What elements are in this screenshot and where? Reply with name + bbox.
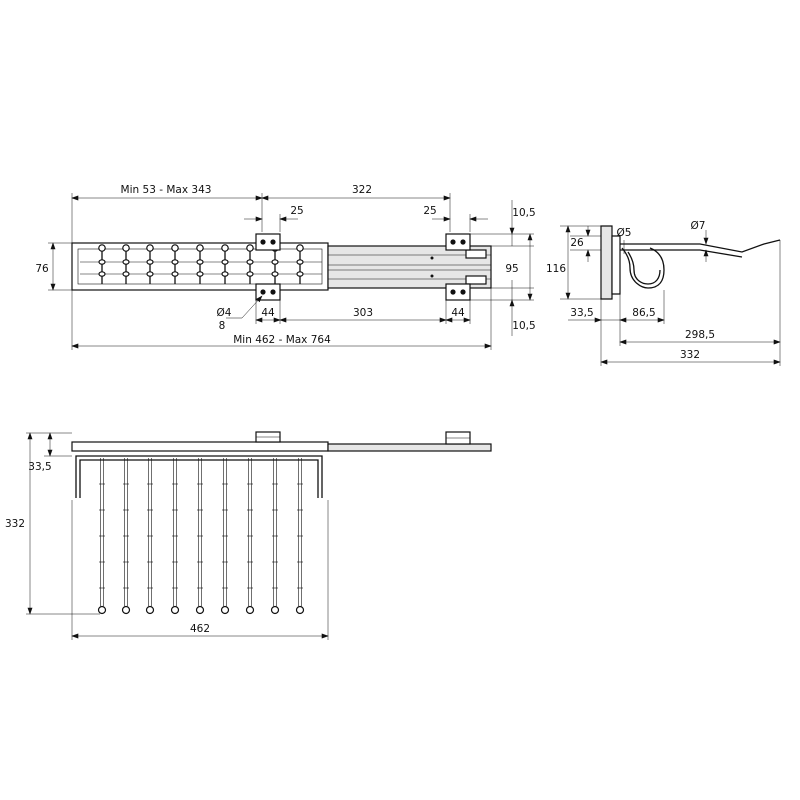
total-length-label: Min 462 - Max 764 (233, 334, 331, 346)
side-plate (600, 225, 613, 300)
hook-joint (171, 259, 179, 265)
slide-latch (465, 249, 487, 259)
mounting-bracket (255, 233, 281, 251)
mounting-bracket (255, 283, 281, 301)
hook-joint (98, 259, 106, 265)
hook-joint (122, 271, 130, 277)
stroke-range-label: Min 53 - Max 343 (121, 184, 212, 196)
hook-joint (221, 271, 229, 277)
screw-hole (460, 239, 466, 245)
side-view: 26 116 Ø5 Ø7 33,5 86,5 298,5 332 (546, 220, 781, 366)
front-rail-frame (79, 459, 319, 498)
side-86-5-label: 86,5 (632, 307, 655, 319)
mounting-bracket (445, 233, 471, 251)
side-d5-label: Ø5 (617, 227, 632, 239)
hook-joint (221, 259, 229, 265)
height-label: 76 (35, 263, 49, 275)
leader-line (241, 295, 263, 319)
slide-hole (430, 256, 434, 260)
screw-hole (270, 289, 276, 295)
hole-offset-label: 8 (219, 320, 226, 332)
side-116-label: 116 (546, 263, 566, 275)
slide-latch (465, 275, 487, 285)
front-body (71, 441, 329, 452)
hook-knob (146, 244, 154, 252)
offset-bottom-label: 10,5 (512, 320, 535, 332)
side-33-5-label: 33,5 (570, 307, 593, 319)
hook-arm (620, 249, 743, 258)
hook-tip (121, 605, 131, 615)
hook-joint (246, 259, 254, 265)
front-slide (327, 443, 492, 452)
front-drop-label: 33,5 (28, 461, 51, 473)
hook-joint (271, 259, 279, 265)
front-hooks (97, 458, 305, 615)
hook-knob (221, 244, 229, 252)
hole-span-label: 303 (353, 307, 373, 319)
hook-tip (170, 605, 180, 615)
hook-knob (246, 244, 254, 252)
hook-tip (97, 605, 107, 615)
hook-joint (296, 271, 304, 277)
top-hooks (98, 244, 304, 284)
hook-joint (146, 259, 154, 265)
hook-loop (621, 247, 665, 289)
bracket-width-label: 25 (423, 205, 436, 217)
slide-hole (430, 274, 434, 278)
hook-loop (627, 251, 661, 285)
hook-joint (146, 271, 154, 277)
hook-joint (196, 271, 204, 277)
front-rail-frame (75, 455, 323, 498)
hook-tip (195, 605, 205, 615)
front-depth-label: 332 (5, 518, 25, 530)
hook-joint (196, 259, 204, 265)
screw-hole (260, 289, 266, 295)
hook-knob (98, 244, 106, 252)
slide-rail (327, 245, 492, 289)
hook-tip (145, 605, 155, 615)
hook-knob (196, 244, 204, 252)
side-slide (611, 235, 621, 295)
front-view: 33,5 332 462 (5, 431, 492, 640)
side-26-label: 26 (570, 237, 584, 249)
hook-joint (246, 271, 254, 277)
rail-height-label: 95 (505, 263, 518, 275)
hook-knob (296, 244, 304, 252)
hook-arm (620, 239, 781, 253)
mounting-bracket (445, 283, 471, 301)
bracket-width-label: 25 (290, 205, 303, 217)
side-298-5-label: 298,5 (685, 329, 715, 341)
hole-diameter-label: Ø4 (217, 307, 232, 319)
side-d7-label: Ø7 (691, 220, 706, 232)
screw-hole (460, 289, 466, 295)
hook-joint (296, 259, 304, 265)
screw-hole (260, 239, 266, 245)
hook-tip (295, 605, 305, 615)
slide-length-label: 322 (352, 184, 372, 196)
screw-hole (450, 289, 456, 295)
hook-knob (171, 244, 179, 252)
side-332-label: 332 (680, 349, 700, 361)
front-width-label: 462 (190, 623, 210, 635)
screw-hole (270, 239, 276, 245)
bracket-offset-label: 44 (451, 307, 465, 319)
hook-tip (270, 605, 280, 615)
hook-knob (122, 244, 130, 252)
top-view: Min 53 - Max 343 322 25 25 76 10,5 95 10… (35, 184, 536, 350)
hook-joint (271, 271, 279, 277)
hook-tip (245, 605, 255, 615)
hook-joint (171, 271, 179, 277)
bracket-offset-label: 44 (261, 307, 275, 319)
screw-hole (450, 239, 456, 245)
hook-joint (122, 259, 130, 265)
hook-joint (98, 271, 106, 277)
offset-top-label: 10,5 (512, 207, 535, 219)
hook-tip (220, 605, 230, 615)
